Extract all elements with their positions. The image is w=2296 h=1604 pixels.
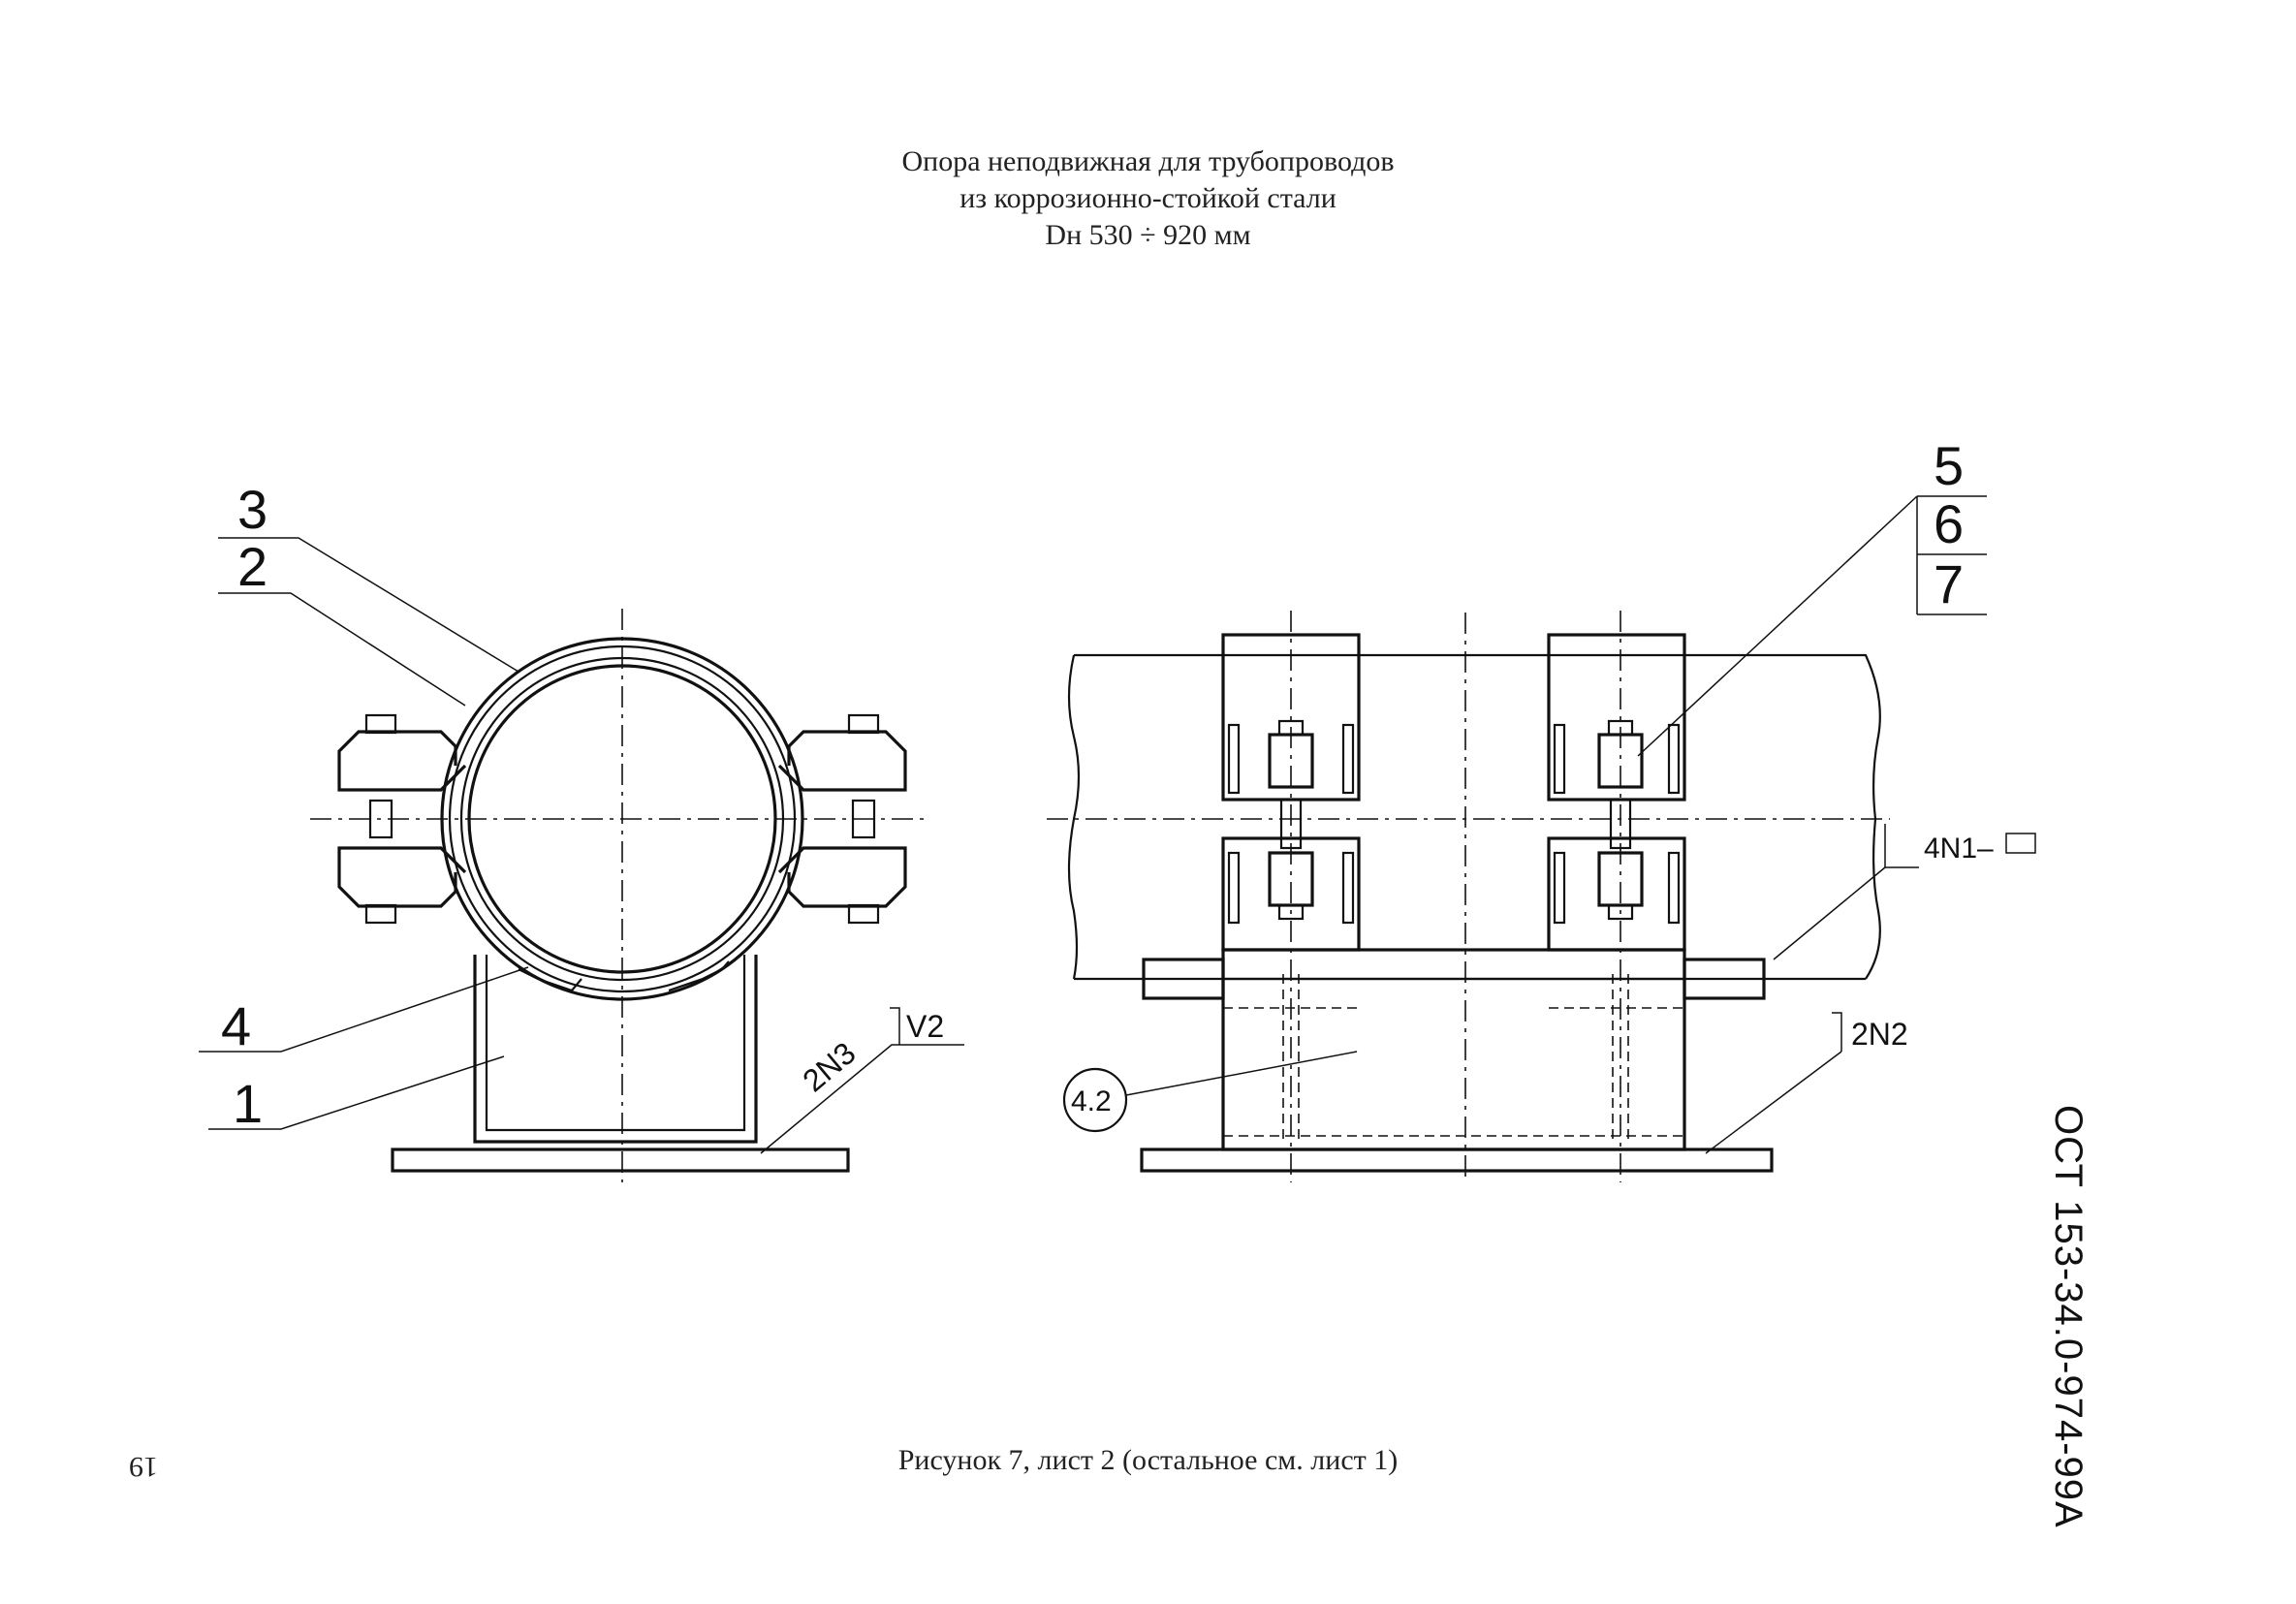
callout-3: 3 xyxy=(237,479,267,540)
leader-1 xyxy=(208,1055,505,1130)
callout-7: 7 xyxy=(1934,553,1964,614)
clamp-right-lower xyxy=(1547,836,1686,952)
hidden-rib-left xyxy=(1282,974,1300,1144)
clamp-right-lower-rib-l xyxy=(1553,851,1566,925)
leader-4 xyxy=(199,966,529,1053)
weld-label-2n2: 2N2 xyxy=(1851,1017,1908,1052)
clamp-right-upper-rib-l xyxy=(1553,723,1566,795)
bolt-right-lower-tail xyxy=(1607,903,1634,921)
nut-left-bottom xyxy=(364,903,397,925)
bolt-right-upper-head xyxy=(1607,719,1634,737)
weld-flag-v2 xyxy=(890,1007,900,1045)
callout-6: 6 xyxy=(1934,493,1964,554)
leader-5-6-7 xyxy=(1637,495,1918,757)
support-channel-inner xyxy=(485,955,746,1132)
clamp-ear-right-upper xyxy=(777,730,907,792)
callout-5: 5 xyxy=(1934,435,1964,496)
weld-label-v2: V2 xyxy=(906,1009,944,1044)
fillet-symbol xyxy=(2005,833,2036,854)
drawing-title: Опора неподвижная для трубопроводов из к… xyxy=(0,143,2296,254)
clamp-left-upper-rib-l xyxy=(1227,723,1241,795)
bolt-left-shank xyxy=(368,799,393,839)
pipe-top-edge xyxy=(1074,653,1881,820)
nut-left-top xyxy=(364,713,397,735)
weld-flag-4n1 xyxy=(1884,824,1919,868)
bolt-right-shank xyxy=(851,799,876,839)
leader-2n2 xyxy=(1705,1051,1842,1154)
callout-1: 1 xyxy=(233,1073,263,1134)
pipe-left-break xyxy=(1067,654,1081,980)
leader-2 xyxy=(218,592,466,707)
callout-4: 4 xyxy=(221,995,251,1056)
leader-4-2 xyxy=(1125,1051,1358,1096)
clamp-ear-left-lower xyxy=(337,846,467,908)
page-number: 19 xyxy=(129,1451,158,1483)
side-view: 4.2 5 6 7 4N1– 2N2 xyxy=(1047,435,2036,1182)
callout-bubble-4-2 xyxy=(1062,1067,1128,1133)
clamp-left-lower-rib-r xyxy=(1341,851,1355,925)
clamp-right-upper xyxy=(1547,633,1686,802)
clamp-right-lower-rib-r xyxy=(1667,851,1681,925)
nut-right-top xyxy=(847,713,880,735)
weld-label-2n3: 2N3 xyxy=(796,1035,862,1098)
weld-flag-2n2 xyxy=(1832,1012,1842,1052)
callout-2: 2 xyxy=(237,536,267,597)
clamp-left-upper-rib-r xyxy=(1341,723,1355,795)
hidden-rib-right xyxy=(1612,974,1629,1144)
leader-4n1 xyxy=(1773,866,1886,960)
leader-2n3 xyxy=(760,1044,964,1154)
saddle-pad-left xyxy=(518,968,582,992)
gasket-ring xyxy=(448,645,797,993)
weld-label-4n1: 4N1– xyxy=(1924,833,1994,865)
bolt-left-lower-tail xyxy=(1277,903,1305,921)
leader-3 xyxy=(218,537,519,673)
nut-right-bottom xyxy=(847,903,880,925)
support-channel-outer xyxy=(473,955,758,1144)
saddle-pad-right xyxy=(668,960,730,992)
clamp-ear-left-upper xyxy=(337,730,467,792)
clamp-ear-right-lower xyxy=(777,846,907,908)
base-plate-side xyxy=(1140,1148,1774,1173)
pipe-right-break xyxy=(1865,818,1881,980)
pipe-inner xyxy=(467,664,777,974)
callout-4-2: 4.2 xyxy=(1071,1085,1112,1117)
clamp-outer xyxy=(440,637,804,1001)
front-view: 3 2 4 1 2N3 V2 xyxy=(199,479,964,1182)
bolt-left-upper-head xyxy=(1277,719,1305,737)
pipe-wall xyxy=(459,656,785,982)
clamp-left-lower-rib-l xyxy=(1227,851,1241,925)
title-line-3: Dн 530 ÷ 920 мм xyxy=(1045,219,1251,251)
title-line-1: Опора неподвижная для трубопроводов xyxy=(901,145,1395,177)
document-code: ОСТ 153-34.0-974-99А xyxy=(2047,1105,2090,1528)
bolt-left-shank-side xyxy=(1279,798,1303,850)
base-plate-front xyxy=(391,1148,850,1173)
figure-caption: Рисунок 7, лист 2 (остальное см. лист 1) xyxy=(897,1444,1399,1476)
bolt-right-shank-side xyxy=(1609,798,1632,850)
clamp-right-upper-rib-r xyxy=(1667,723,1681,795)
title-line-2: из коррозионно-стойкой стали xyxy=(959,182,1337,214)
